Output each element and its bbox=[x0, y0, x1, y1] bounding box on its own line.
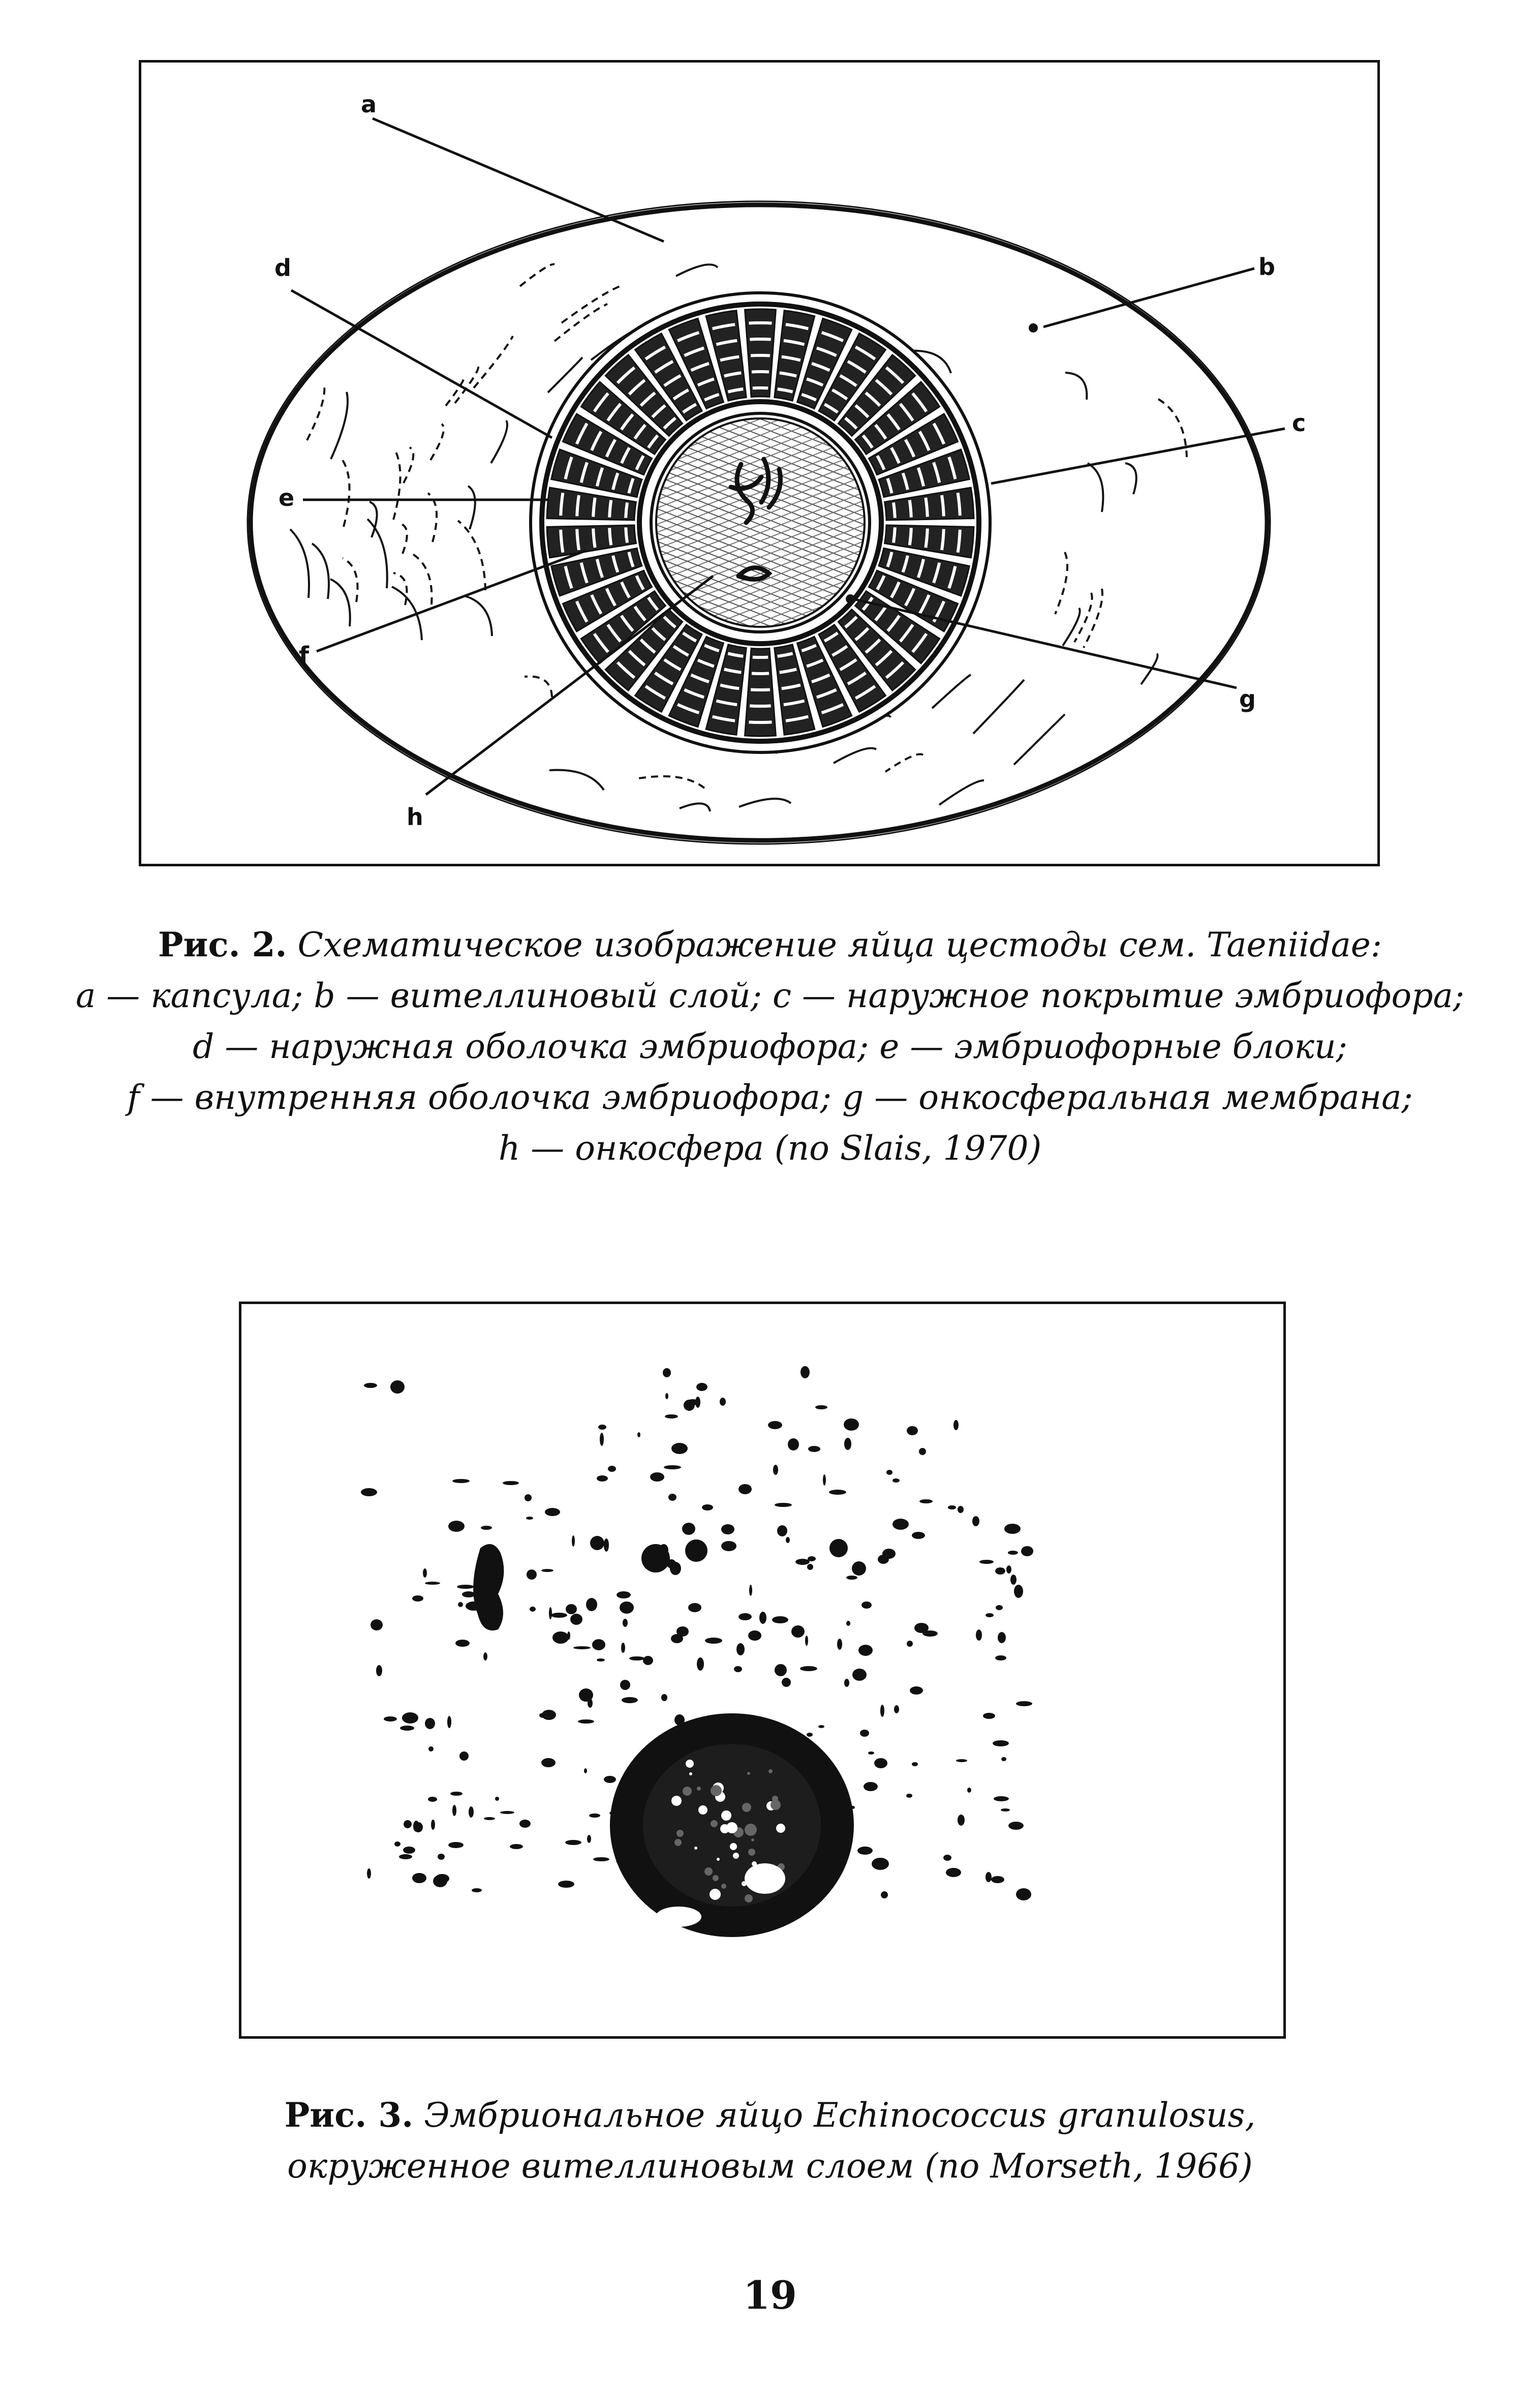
capsule-outline-inner bbox=[247, 200, 1271, 845]
figure-3-caption-title-line: Рис. 3. Эмбриональное яйцо Echinococcus … bbox=[163, 2090, 1377, 2141]
egg-micrograph bbox=[361, 1366, 1033, 1937]
figure-2-caption-line: f — внутренняя оболочка эмбриофора; g — … bbox=[127, 1078, 1413, 1117]
label-d: d bbox=[274, 254, 291, 282]
oncospheral-membrane bbox=[650, 412, 871, 633]
label-e: e bbox=[279, 484, 294, 511]
label-h: h bbox=[407, 803, 423, 831]
label-f: f bbox=[299, 642, 310, 669]
figure-2-caption-line: d — наружная оболочка эмбриофора; е — эм… bbox=[193, 1027, 1347, 1066]
capsule-outline bbox=[248, 202, 1270, 843]
figure-2-caption-line: h — онкосфера (по Slais, 1970) bbox=[498, 1129, 1042, 1168]
figure-3-caption-line: окруженное вителлиновым слоем (по Morset… bbox=[287, 2147, 1253, 2186]
figure-2-drawing: a b c d e f g h bbox=[139, 60, 1380, 866]
embryophore-blocks bbox=[546, 308, 975, 737]
label-a: a bbox=[361, 90, 377, 118]
figure-2-caption-prefix: Рис. 2. bbox=[158, 925, 287, 964]
figure-3-caption-prefix: Рис. 3. bbox=[284, 2095, 414, 2135]
figure-2-caption-title: Схематическое изображение яйца цестоды с… bbox=[287, 925, 1382, 964]
label-b: b bbox=[1258, 253, 1275, 281]
vitelline-speckles bbox=[361, 1366, 1033, 1900]
figure-2-caption-title-line: Рис. 2. Схематическое изображение яйца ц… bbox=[61, 919, 1479, 971]
figure-2-caption: Рис. 2. Схематическое изображение яйца ц… bbox=[61, 919, 1479, 1174]
figure-2-caption-line: а — капсула; b — вителлиновый слой; с — … bbox=[75, 976, 1465, 1015]
label-g: g bbox=[1239, 685, 1256, 713]
oncosphere-hooks bbox=[728, 457, 783, 582]
egg-schematic: a b c d e f g h bbox=[247, 90, 1306, 845]
figure-3-micrograph bbox=[239, 1302, 1286, 2039]
label-c: c bbox=[1292, 409, 1306, 437]
figure-3-caption-title: Эмбриональное яйцо Echinococcus granulos… bbox=[413, 2096, 1256, 2135]
leader-lines bbox=[290, 117, 1285, 796]
figure-3-caption: Рис. 3. Эмбриональное яйцо Echinococcus … bbox=[163, 2090, 1377, 2192]
page-number: 19 bbox=[743, 2273, 797, 2318]
